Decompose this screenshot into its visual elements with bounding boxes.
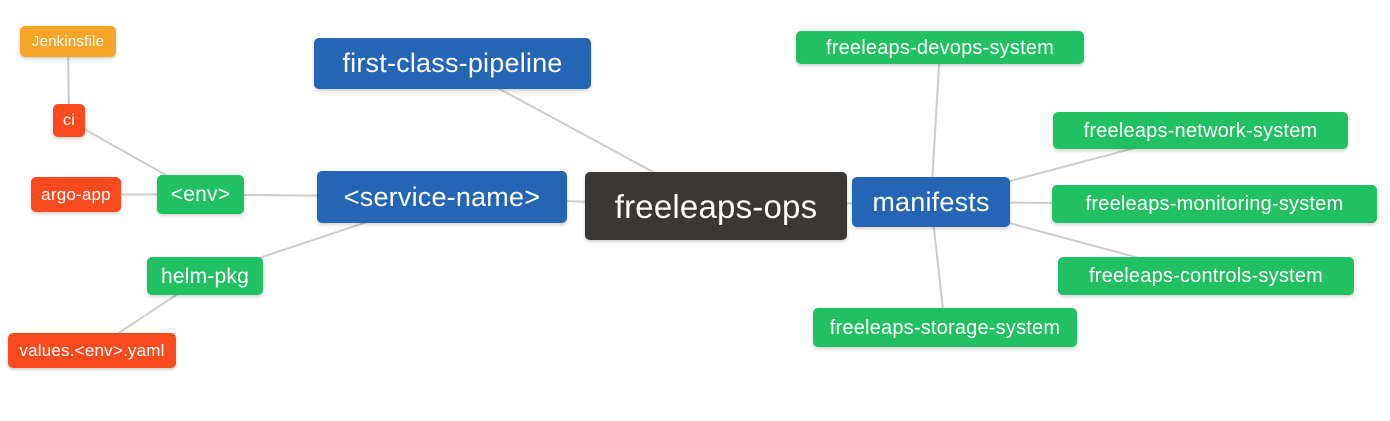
node-first-class-pipeline[interactable]: first-class-pipeline xyxy=(314,38,591,89)
node-freeleaps-ops-root[interactable]: freeleaps-ops xyxy=(585,172,847,240)
node-freeleaps-devops-system[interactable]: freeleaps-devops-system xyxy=(796,31,1084,64)
node-manifests[interactable]: manifests xyxy=(852,177,1010,227)
node-argo-app[interactable]: argo-app xyxy=(31,177,121,212)
node-freeleaps-monitoring-system[interactable]: freeleaps-monitoring-system xyxy=(1052,185,1377,223)
node-jenkinsfile[interactable]: Jenkinsfile xyxy=(20,26,116,57)
node-service-name[interactable]: <service-name> xyxy=(317,171,567,223)
node-freeleaps-storage-system[interactable]: freeleaps-storage-system xyxy=(813,308,1077,347)
node-ci[interactable]: ci xyxy=(53,104,85,137)
node-helm-pkg[interactable]: helm-pkg xyxy=(147,257,263,295)
node-values-env-yaml[interactable]: values.<env>.yaml xyxy=(8,333,176,368)
node-freeleaps-network-system[interactable]: freeleaps-network-system xyxy=(1053,112,1348,149)
node-freeleaps-controls-system[interactable]: freeleaps-controls-system xyxy=(1058,257,1354,295)
node-env[interactable]: <env> xyxy=(157,175,244,214)
